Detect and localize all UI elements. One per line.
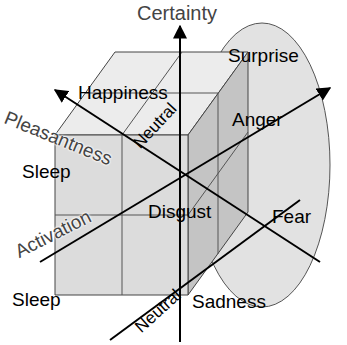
right-face [188, 52, 248, 295]
pleasantness-axis [55, 90, 320, 262]
axis-label: Certainty [137, 3, 217, 23]
region-label: Happiness [78, 83, 168, 102]
region-label: Sleep [12, 290, 61, 309]
region-label: Fear [272, 207, 311, 226]
activation-axis-front [110, 200, 300, 340]
region-label: Disgust [148, 202, 211, 221]
activation-axis [40, 88, 330, 262]
region-label: Sadness [192, 292, 266, 311]
region-label: Anger [232, 110, 283, 129]
region-label: Sleep [22, 162, 71, 181]
region-label: Surprise [228, 46, 299, 65]
